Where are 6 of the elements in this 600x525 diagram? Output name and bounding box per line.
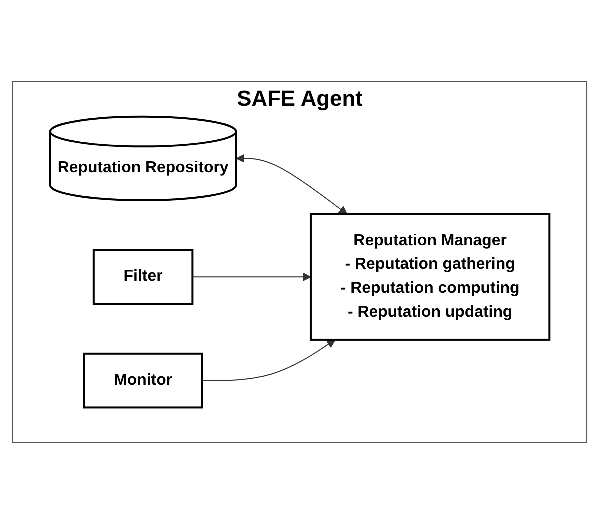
arrow xyxy=(236,154,348,216)
node-box xyxy=(310,214,551,342)
arrow xyxy=(192,273,312,282)
node-box xyxy=(92,250,194,306)
arrow xyxy=(202,340,336,382)
node-box xyxy=(83,353,204,409)
